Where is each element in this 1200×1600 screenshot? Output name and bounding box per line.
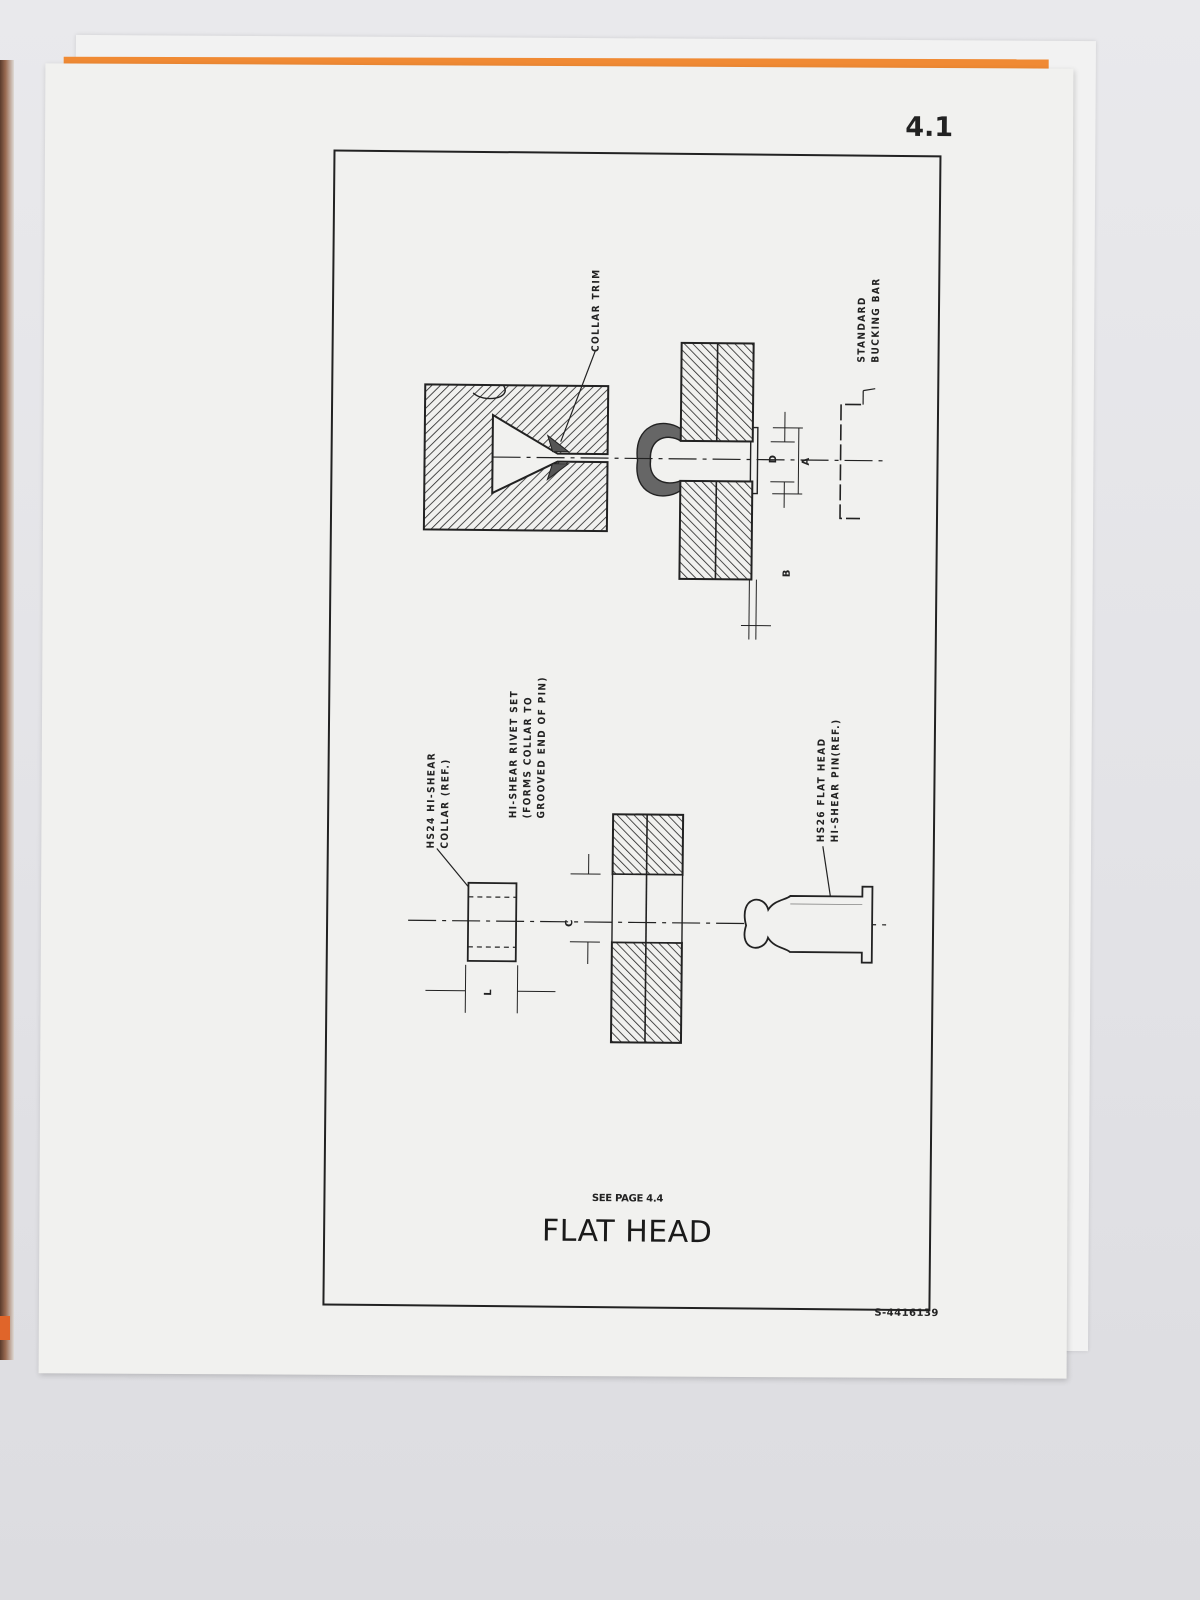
dimension-a: A (800, 457, 812, 466)
pin-ref-label: HS26 FLAT HEAD HI-SHEAR PIN(REF.) (815, 718, 843, 843)
drilled-structure-plates (609, 813, 685, 1044)
collar-trim-leader (560, 349, 597, 442)
collar-trim-marks (546, 434, 571, 481)
dimension-d: D (768, 455, 780, 464)
collar-ref-label: HS24 HI-SHEAR COLLAR (REF.) (425, 751, 452, 849)
page-number: 4.1 (905, 111, 954, 144)
bucking-bar-label: STANDARD BUCKING BAR (856, 277, 883, 363)
upper-centerline (492, 456, 883, 462)
flat-head-rivet-drawing (408, 341, 889, 1044)
installed-rivet (636, 422, 759, 497)
document-page: 4.1 (38, 63, 1074, 1379)
document-code: S-4416139 (874, 1307, 939, 1320)
drawing-title: FLAT HEAD (541, 1213, 713, 1251)
dimension-lines-upper (740, 411, 803, 640)
adjacent-page-edge (0, 60, 14, 1360)
bucking-bar (839, 388, 876, 520)
collar-leader (436, 848, 469, 888)
pin-part (743, 885, 874, 964)
dimension-l: L (483, 989, 495, 996)
dimension-b: B (781, 569, 793, 578)
collar-trim-label: COLLAR TRIM (590, 268, 603, 353)
upper-structure-plates (678, 341, 755, 581)
collar-part (466, 881, 518, 963)
orange-tab (0, 1316, 10, 1340)
dimension-c: C (564, 919, 576, 928)
rivet-set-label: HI-SHEAR RIVET SET (FORMS COLLAR TO GROO… (508, 676, 549, 819)
drawing-frame: COLLAR TRIM STANDARD BUCKING BAR HS24 HI… (322, 149, 942, 1312)
rivet-set-tool (422, 383, 610, 533)
pin-leader (822, 846, 831, 897)
dimension-lines-lower (425, 853, 601, 1014)
